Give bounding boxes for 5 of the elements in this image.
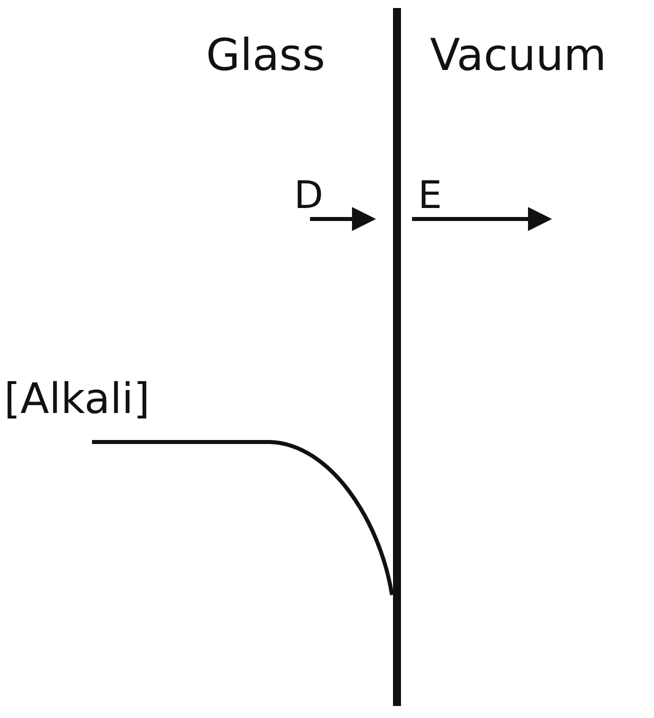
region-label: Glass	[206, 34, 326, 78]
region-label: E	[418, 176, 442, 214]
region-label: D	[294, 176, 324, 214]
region-label: [Alkali]	[4, 378, 150, 420]
region-label: Vacuum	[430, 34, 606, 78]
